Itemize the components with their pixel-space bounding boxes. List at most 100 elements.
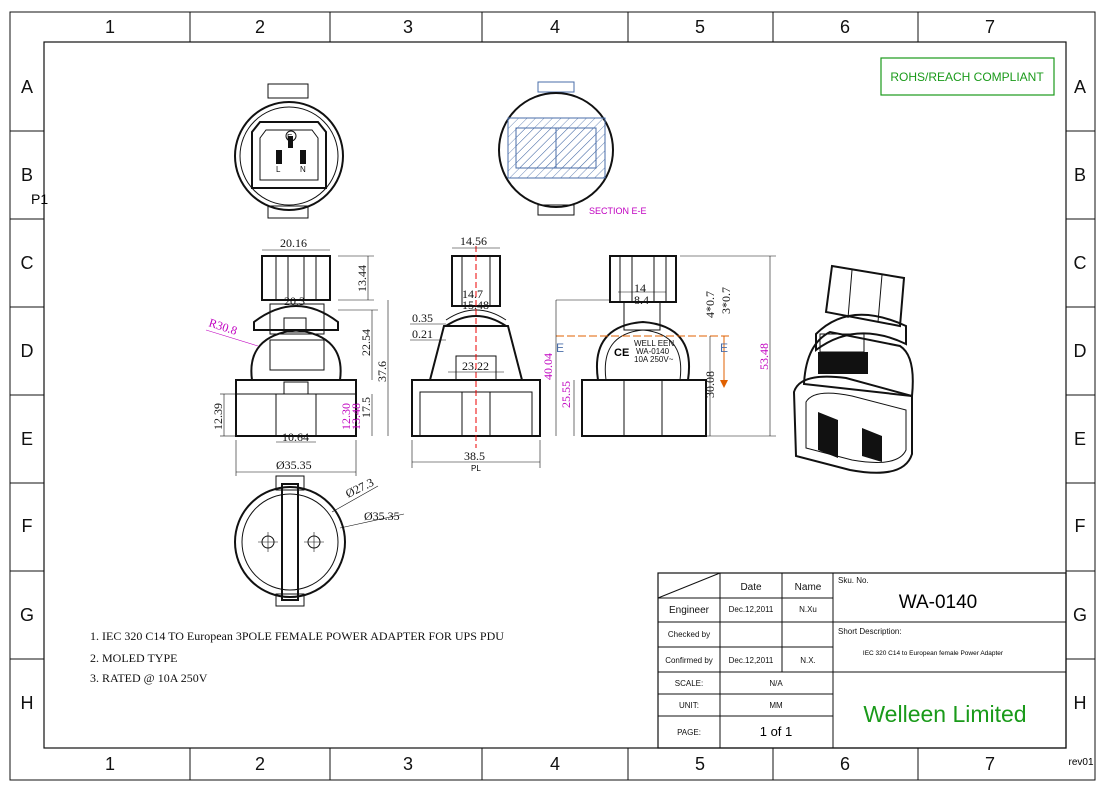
row-label: D [1074, 341, 1087, 361]
label-line-1: WELL EEN [634, 339, 674, 348]
dim-23-22: 23.22 [462, 359, 489, 373]
isometric-view [792, 264, 914, 474]
confirmed-name: N.X. [800, 656, 816, 665]
compliance-badge-box [880, 57, 1055, 96]
dim-12-30: 12.30 [339, 403, 353, 430]
engineer-name: N.Xu [799, 605, 817, 614]
col-label: 2 [255, 754, 265, 774]
zone-grid [10, 12, 1095, 780]
sku-value: WA-0140 [899, 592, 978, 613]
pin-label-e: E [287, 133, 292, 142]
column-labels-bottom: 1 2 3 4 5 6 7 [105, 754, 995, 774]
col-label: 4 [550, 17, 560, 37]
section-e-e-view: SECTION E-E [498, 81, 647, 216]
title-block: Date Name Engineer Dec.12,2011 N.Xu Chec… [657, 572, 1067, 749]
dim-0-35: 0.35 [412, 311, 433, 325]
scale-label: SCALE: [675, 679, 703, 688]
note-2: 2. MOLED TYPE [90, 651, 177, 665]
dim-35-35: Ø35.35 [276, 458, 312, 472]
row-label: C [21, 253, 34, 273]
dim-27-3: Ø27.3 [343, 475, 376, 501]
note-3: 3. RATED @ 10A 250V [90, 671, 208, 685]
label-view-dimensions: 14 8.4 4*0.7 3*0.7 40.04 25.55 30.08 53.… [541, 255, 776, 437]
outer-frame [9, 11, 1096, 781]
row-label: A [1074, 77, 1086, 97]
dim-40-04: 40.04 [541, 353, 555, 380]
confirmed-label: Confirmed by [665, 656, 713, 665]
unit-label: UNIT: [679, 701, 699, 710]
ce-mark: CE [614, 347, 629, 359]
row-label: C [1074, 253, 1087, 273]
engineer-label: Engineer [669, 605, 710, 616]
scale-value: N/A [769, 679, 783, 688]
page-label: PAGE: [677, 728, 701, 737]
side-view [411, 246, 541, 448]
schuko-face-view: Ø27.3 Ø35.35 [234, 475, 405, 607]
dim-17-5: 17.5 [359, 397, 373, 418]
dim-15-48: 15.48 [462, 298, 489, 312]
dim-14: 14 [634, 281, 646, 295]
row-label: B [21, 165, 33, 185]
col-label: 1 [105, 17, 115, 37]
dim-38-5: 38.5 [464, 449, 485, 463]
dim-12-39: 12.39 [211, 403, 225, 430]
dim-30-08: 30.08 [703, 371, 717, 398]
unit-value: MM [769, 701, 783, 710]
dim-14-7: 14.7 [462, 287, 483, 301]
dim-25-55: 25.55 [559, 381, 573, 408]
label-line-2: WA-0140 [636, 347, 670, 356]
row-label: D [21, 341, 34, 361]
row-labels-left: A B C D E F G H [20, 77, 34, 713]
row-label: F [22, 516, 33, 536]
dim-20-16: 20.16 [280, 236, 307, 250]
col-label: 3 [403, 17, 413, 37]
side-view-dimensions: 14.56 15.48 14.7 0.35 0.21 23.22 38.5 PL [410, 234, 541, 473]
dim-22-54: 22.54 [359, 329, 373, 356]
section-mark-right: E [720, 341, 728, 355]
front-view-dimensions: 20.16 13.44 20.3 R30.8 22.54 37.6 12.39 … [205, 236, 389, 476]
dim-0-21: 0.21 [412, 327, 433, 341]
front-view [235, 255, 357, 437]
confirmed-date: Dec.12,2011 [729, 656, 774, 665]
col-label: 6 [840, 754, 850, 774]
col-label: 1 [105, 754, 115, 774]
dim-3x0-7: 3*0.7 [719, 287, 733, 314]
col-label: 2 [255, 17, 265, 37]
section-label: SECTION E-E [589, 206, 647, 216]
col-label: 5 [695, 17, 705, 37]
row-label: E [1074, 429, 1086, 449]
inlet-face-view: E L N [234, 83, 344, 219]
row-label: H [1074, 693, 1087, 713]
short-desc-value: IEC 320 C14 to European female Power Ada… [863, 650, 1004, 657]
label-line-3: 10A 250V~ [634, 355, 674, 364]
pin-label-l: L [276, 165, 281, 174]
col-label: 7 [985, 754, 995, 774]
note-1: 1. IEC 320 C14 TO European 3POLE FEMALE … [90, 629, 504, 643]
col-label: 4 [550, 754, 560, 774]
p1-label: P1 [31, 191, 48, 207]
col-label: 3 [403, 754, 413, 774]
short-desc-label: Short Description: [838, 627, 902, 636]
dim-r30-8: R30.8 [207, 316, 239, 338]
dim-8-4: 8.4 [634, 293, 649, 307]
col-label: 7 [985, 17, 995, 37]
dim-53-48: 53.48 [757, 343, 771, 370]
dim-37-6: 37.6 [375, 361, 389, 382]
dim-pl: PL [471, 464, 481, 473]
row-label: E [21, 429, 33, 449]
dim-35-35b: Ø35.35 [364, 509, 400, 523]
name-header: Name [795, 582, 822, 593]
page-value: 1 of 1 [760, 724, 793, 739]
col-label: 6 [840, 17, 850, 37]
row-label: G [20, 605, 34, 625]
company-name: Welleen Limited [863, 701, 1026, 727]
dim-10-64: 10.64 [282, 430, 309, 444]
dim-4x0-7: 4*0.7 [703, 291, 717, 318]
row-label: G [1073, 605, 1087, 625]
sku-label: Sku. No. [838, 576, 869, 585]
pin-label-n: N [300, 165, 306, 174]
row-label: H [21, 693, 34, 713]
row-label: A [21, 77, 33, 97]
row-label: F [1075, 516, 1086, 536]
